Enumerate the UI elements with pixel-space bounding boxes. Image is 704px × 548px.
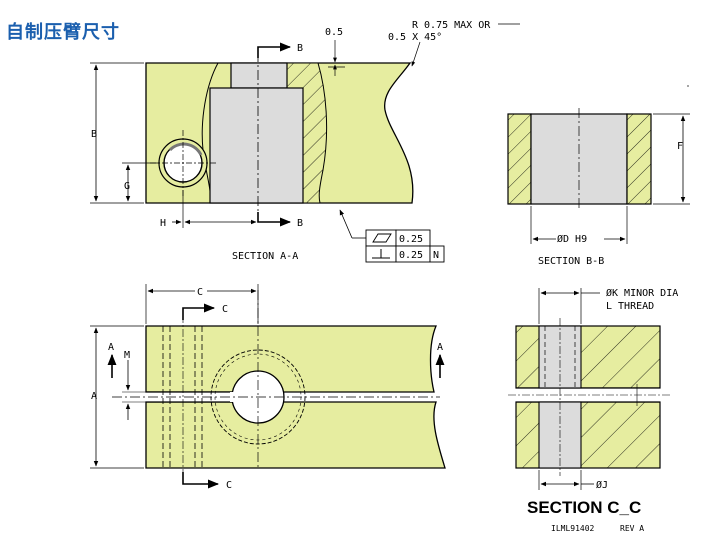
section-cc-bottom-block bbox=[515, 401, 661, 469]
section-cc-view: ØK MINOR DIA L THREAD ØJ SECTION C_C bbox=[508, 287, 678, 517]
plan-body-top bbox=[145, 325, 437, 393]
arrow-a-right-label: A bbox=[437, 342, 443, 353]
gdt-perp-datum: N bbox=[433, 250, 439, 261]
gdt-frame: 0.25 0.25 N bbox=[365, 229, 445, 263]
dim-f-label: F bbox=[677, 141, 683, 152]
note-chamfer: 0.5 X 45° bbox=[388, 32, 442, 43]
section-bb-left-wall bbox=[507, 113, 532, 205]
section-bb-caption: SECTION B-B bbox=[538, 256, 604, 267]
drawing-id: ILML91402 bbox=[551, 524, 595, 533]
section-aa-bore bbox=[209, 87, 304, 204]
section-cc-top-block bbox=[515, 325, 661, 389]
section-bb-right-wall bbox=[626, 113, 652, 205]
flatness-icon bbox=[372, 233, 392, 243]
dim-chamfer-top: 0.5 bbox=[325, 27, 343, 38]
note-thread-2: L THREAD bbox=[606, 301, 654, 312]
plan-view: C C C A M A A bbox=[90, 284, 446, 491]
arrow-c-top-label: C bbox=[222, 304, 228, 315]
section-aa-caption: SECTION A-A bbox=[232, 251, 298, 262]
dim-m-label: M bbox=[124, 350, 130, 361]
section-bb-view: F ØD H9 SECTION B-B bbox=[507, 85, 690, 267]
page-title: 自制压臂尺寸 bbox=[6, 22, 120, 43]
arrow-b-bottom bbox=[257, 212, 292, 227]
dim-c-label: C bbox=[197, 287, 203, 298]
dim-g-label: G bbox=[124, 181, 130, 192]
arrow-b-top bbox=[257, 42, 292, 58]
dim-bore-label: ØD H9 bbox=[557, 233, 587, 245]
perpendicularity-icon bbox=[372, 249, 390, 259]
arrow-b-bottom-label: B bbox=[297, 218, 303, 229]
dim-j-label: ØJ bbox=[596, 479, 608, 491]
arrow-c-bottom bbox=[182, 472, 220, 489]
gdt-flatness-value: 0.25 bbox=[399, 234, 423, 245]
note-radius: R 0.75 MAX OR bbox=[412, 20, 491, 31]
arrow-c-bottom-label: C bbox=[226, 480, 232, 491]
plan-body-bottom bbox=[145, 401, 446, 469]
arrow-b-top-label: B bbox=[297, 43, 303, 54]
gdt-perp-value: 0.25 bbox=[399, 250, 423, 261]
dim-h-label: H bbox=[160, 218, 166, 229]
revision-label: REV A bbox=[620, 524, 644, 533]
arrow-a-left-label: A bbox=[108, 342, 114, 353]
dim-b-label: B bbox=[91, 129, 97, 140]
arrow-c-top bbox=[182, 303, 216, 320]
dim-a-label: A bbox=[91, 391, 97, 402]
note-thread-1: ØK MINOR DIA bbox=[606, 287, 678, 299]
section-aa-hatch bbox=[286, 62, 328, 204]
section-aa-counterbore bbox=[230, 62, 288, 89]
section-cc-caption: SECTION C_C bbox=[527, 498, 641, 517]
section-aa-view: B G H B B 0.5 R 0.75 MAX OR 0.5 X bbox=[90, 20, 520, 263]
plan-slot bbox=[146, 392, 256, 402]
